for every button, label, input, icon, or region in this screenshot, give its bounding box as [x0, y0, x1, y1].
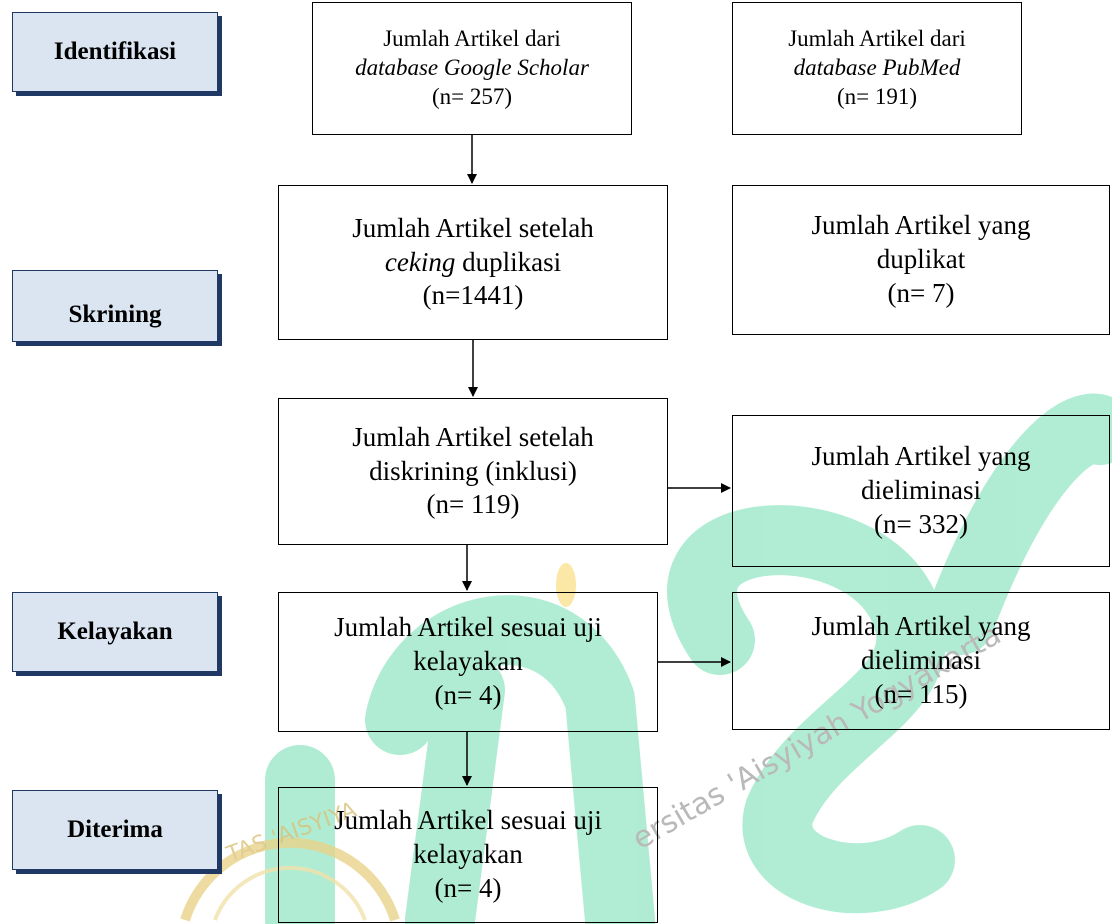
ceking-word: ceking — [384, 246, 456, 277]
box-eliminated-2-line2: dieliminasi — [861, 645, 981, 676]
stage-kelayakan-label: Kelayakan — [57, 618, 173, 645]
box-eliminated-1-line1: Jumlah Artikel yang — [811, 441, 1031, 472]
stage-kelayakan: Kelayakan — [12, 592, 218, 672]
stage-diterima: Diterima — [12, 790, 218, 870]
box-google-scholar-count: (n= 257) — [431, 83, 513, 109]
box-after-duplicate-check-line1: Jumlah Artikel setelah — [352, 212, 594, 243]
box-duplicates-line2: duplikat — [876, 244, 966, 275]
box-eliminated-1-line2: dieliminasi — [861, 475, 981, 506]
watermark-logo — [265, 393, 1112, 924]
box-eliminated-2: Jumlah Artikel yang dieliminasi (n= 115) — [732, 592, 1110, 730]
box-eligible-line1: Jumlah Artikel sesuai uji — [334, 612, 602, 643]
box-eliminated-2-count: (n= 115) — [874, 678, 968, 709]
watermark-accent-dot — [556, 563, 576, 607]
box-after-duplicate-check: Jumlah Artikel setelah ceking duplikasi … — [278, 185, 668, 340]
box-after-duplicate-check-line2: ceking duplikasi — [385, 246, 561, 280]
box-screened-line1: Jumlah Artikel setelah — [352, 421, 594, 452]
stage-diterima-label: Diterima — [67, 816, 163, 843]
box-pubmed-line2: database PubMed — [793, 55, 961, 81]
box-eliminated-1: Jumlah Artikel yang dieliminasi (n= 332) — [732, 415, 1110, 567]
stage-identifikasi: Identifikasi — [12, 12, 218, 92]
duplikasi-word: duplikasi — [455, 246, 562, 277]
box-accepted-line2: kelayakan — [413, 839, 523, 870]
box-duplicates-line1: Jumlah Artikel yang — [811, 210, 1031, 241]
box-eliminated-2-line1: Jumlah Artikel yang — [811, 611, 1031, 642]
box-google-scholar: Jumlah Artikel dari database Google Scho… — [312, 2, 632, 135]
stage-skrining-label: Skrining — [68, 301, 162, 328]
stage-skrining: Skrining — [12, 270, 218, 342]
box-google-scholar-line2: database Google Scholar — [355, 55, 589, 81]
box-duplicates-count: (n= 7) — [887, 277, 955, 308]
box-accepted-line1: Jumlah Artikel sesuai uji — [334, 805, 602, 836]
box-eligible-count: (n= 4) — [434, 679, 502, 710]
box-screened: Jumlah Artikel setelah diskrining (inklu… — [278, 398, 668, 545]
box-pubmed-count: (n= 191) — [836, 83, 918, 109]
box-pubmed-line1: Jumlah Artikel dari — [788, 26, 966, 52]
stage-identifikasi-label: Identifikasi — [53, 38, 177, 65]
box-accepted: Jumlah Artikel sesuai uji kelayakan (n= … — [278, 787, 658, 923]
box-google-scholar-line1: Jumlah Artikel dari — [383, 26, 561, 52]
box-eligible-line2: kelayakan — [413, 646, 523, 677]
box-pubmed: Jumlah Artikel dari database PubMed (n= … — [732, 2, 1022, 135]
box-eliminated-1-count: (n= 332) — [874, 508, 968, 539]
box-screened-line2: diskrining (inklusi) — [369, 455, 577, 486]
box-eligible: Jumlah Artikel sesuai uji kelayakan (n= … — [278, 592, 658, 732]
box-duplicates: Jumlah Artikel yang duplikat (n= 7) — [732, 185, 1110, 335]
box-after-duplicate-check-count: (n=1441) — [422, 280, 524, 311]
box-screened-count: (n= 119) — [426, 489, 520, 520]
box-accepted-count: (n= 4) — [434, 872, 502, 903]
